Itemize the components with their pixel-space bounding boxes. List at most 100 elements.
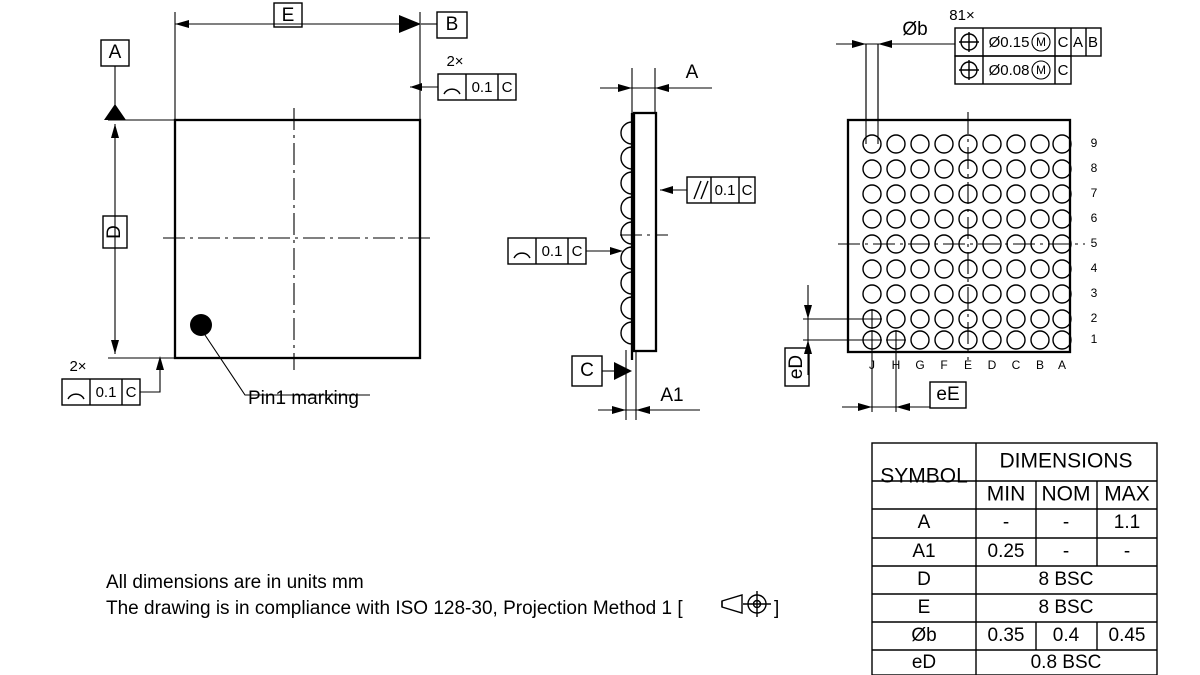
datum-C: C [571, 355, 632, 387]
callout-bottom-profile: 2× 0.1 C [61, 356, 164, 406]
callout-side-profile-tolerance: 0.1 [542, 243, 563, 260]
table-cell-symbol: eD [912, 652, 936, 673]
row-label-8: 8 [1091, 161, 1098, 175]
note-standard-tail: ] [774, 598, 779, 619]
table-row: E 8 BSC [918, 597, 1094, 618]
callout-parallelism-tolerance: 0.1 [715, 182, 736, 199]
callout-bottom-tolerance: 0.1 [96, 384, 117, 401]
row-label-3: 3 [1091, 286, 1098, 300]
callout-bottom-multiplier: 2× [69, 358, 86, 375]
table-cell-max: - [1124, 541, 1130, 562]
fcf1-tolerance: Ø0.15 [989, 34, 1030, 51]
fcf1-datum-2: A [1073, 34, 1083, 51]
table-cell-symbol: D [917, 569, 931, 590]
row-label-5: 5 [1091, 236, 1098, 250]
dimension-A-side-label: A [686, 62, 699, 83]
table-cell-value: 8 BSC [1039, 569, 1094, 590]
callout-top-multiplier: 2× [446, 53, 463, 70]
callout-side-profile-datum: C [572, 243, 583, 260]
dimension-A-side: A [600, 62, 712, 130]
fcf2-tolerance: Ø0.08 [989, 62, 1030, 79]
package-body-side [632, 111, 658, 353]
dimension-E: E [174, 2, 421, 120]
ball-row-9 [862, 134, 1072, 154]
feature-control-frames: Ø0.15 M C A B Ø0.08 M C [954, 27, 1102, 85]
table-cell-max: 1.1 [1114, 512, 1140, 533]
table-cell-nom: - [1063, 512, 1069, 533]
pin1-marking-label: Pin1 marking [248, 388, 359, 409]
note-units: All dimensions are in units mm [106, 572, 364, 593]
dimension-A1-label: A1 [660, 385, 683, 406]
dimension-D: D [102, 119, 175, 359]
table-cell-min: 0.35 [988, 625, 1025, 646]
row-label-6: 6 [1091, 211, 1098, 225]
callout-top-tolerance: 0.1 [472, 79, 493, 96]
row-label-7: 7 [1091, 186, 1098, 200]
col-label-B: B [1036, 358, 1044, 372]
fcf1-modifier: M [1036, 35, 1046, 49]
dimension-ball-diameter-label: Øb [902, 19, 927, 40]
col-label-F: F [940, 358, 947, 372]
callout-parallelism: 0.1 C [660, 176, 756, 204]
table-cell-value: 0.8 BSC [1031, 652, 1102, 673]
fcf2-datum-1: C [1058, 62, 1069, 79]
table-cell-symbol: Øb [911, 625, 936, 646]
table-cell-value: 8 BSC [1039, 597, 1094, 618]
table-header-symbol: SYMBOL [880, 465, 968, 488]
datum-A: A [100, 39, 130, 120]
table-cell-min: 0.25 [988, 541, 1025, 562]
pin1-dot [190, 314, 212, 336]
callout-top-profile: 2× 0.1 C [410, 53, 517, 101]
dimension-A1: A1 [598, 350, 700, 420]
projection-symbol-icon [721, 591, 771, 617]
col-label-G: G [915, 358, 924, 372]
table-cell-nom: - [1063, 541, 1069, 562]
datum-C-label: C [580, 360, 594, 381]
callout-bottom-datum: C [126, 384, 137, 401]
datum-B-label: B [446, 14, 459, 35]
fcf1-datum-1: C [1058, 34, 1069, 51]
table-cell-max: 0.45 [1109, 625, 1146, 646]
package-body-top [173, 118, 422, 360]
dimensions-table: SYMBOL DIMENSIONS MIN NOM MAX A - - 1.1 … [871, 442, 1158, 675]
table-row: A - - 1.1 [918, 512, 1141, 533]
dimension-eE-label: eE [936, 384, 959, 405]
row-label-9: 9 [1091, 136, 1098, 150]
column-labels: J H G F E D C B A [869, 358, 1066, 372]
table-row: eD 0.8 BSC [912, 652, 1102, 673]
col-label-D: D [988, 358, 997, 372]
callout-parallelism-datum: C [742, 182, 753, 199]
table-row: Øb 0.35 0.4 0.45 [911, 625, 1145, 646]
row-labels: 9 8 7 6 5 4 3 2 1 [1091, 136, 1098, 346]
table-cell-min: - [1003, 512, 1009, 533]
ball-row-4 [862, 259, 1072, 279]
table-header-min: MIN [987, 483, 1026, 506]
callout-top-datum: C [502, 79, 513, 96]
table-cell-nom: 0.4 [1053, 625, 1080, 646]
row-label-2: 2 [1091, 311, 1098, 325]
dimension-eD-label: eD [786, 355, 807, 379]
table-cell-symbol: A1 [912, 541, 935, 562]
pin1-marking: Pin1 marking [190, 314, 370, 409]
bottom-view: 81× Ø0.15 M C A B Ø0.08 [784, 7, 1102, 412]
note-standard: The drawing is in compliance with ISO 12… [106, 598, 683, 619]
table-header-max: MAX [1104, 483, 1150, 506]
datum-A-label: A [109, 42, 122, 63]
table-cell-symbol: A [918, 512, 931, 533]
table-header-dimensions: DIMENSIONS [999, 450, 1132, 473]
notes: All dimensions are in units mm The drawi… [106, 572, 779, 619]
callout-side-profile: 0.1 C [507, 237, 623, 265]
dimension-eE: eE [842, 344, 967, 412]
row-label-4: 4 [1091, 261, 1098, 275]
fcf2-modifier: M [1036, 63, 1046, 77]
row-label-1: 1 [1091, 332, 1098, 346]
table-row: A1 0.25 - - [912, 541, 1130, 562]
datum-B: B [399, 11, 468, 39]
col-label-E: E [964, 358, 972, 372]
fcf1-datum-3: B [1088, 34, 1098, 51]
solder-ball-profiles [620, 121, 633, 345]
table-header-nom: NOM [1042, 483, 1091, 506]
table-cell-symbol: E [918, 597, 931, 618]
table-row: D 8 BSC [917, 569, 1093, 590]
